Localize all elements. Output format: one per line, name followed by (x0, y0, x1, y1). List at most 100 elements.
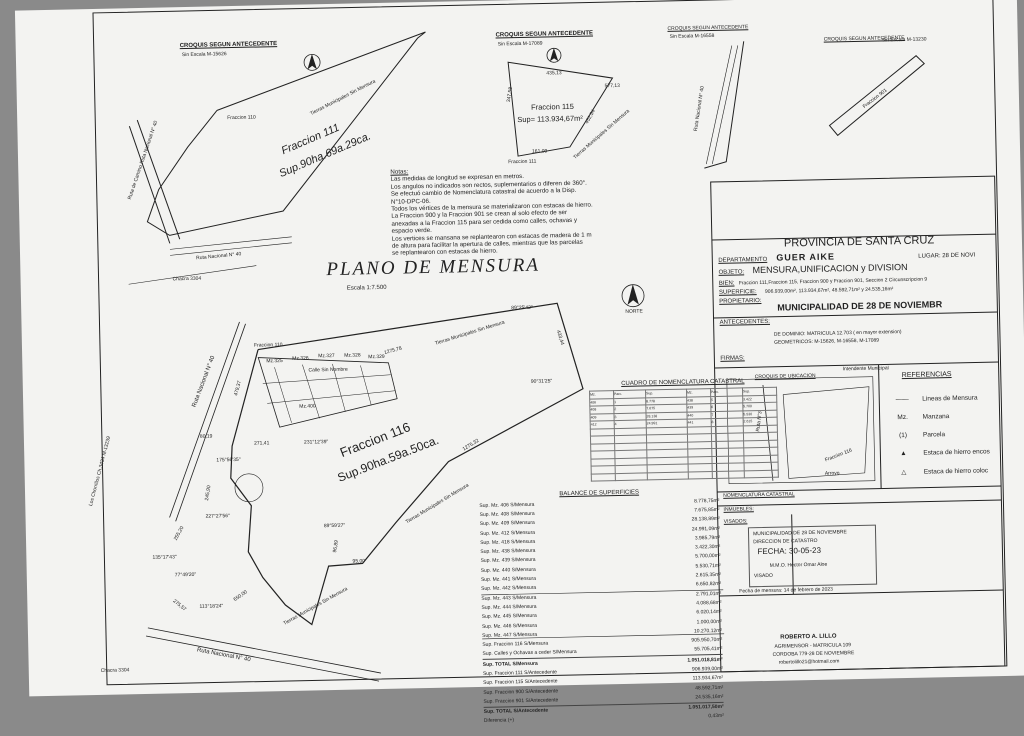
main-road-left-1 (175, 323, 246, 522)
balance-divider-2 (482, 633, 725, 640)
stamp-line: VISADO (753, 572, 773, 580)
cuadro-nomenclatura: CUADRO DE NOMENCLATURA CATASTRAL Mz.Parc… (589, 378, 779, 482)
titleblock-frame (710, 175, 1006, 673)
dim-label: 95,00 (352, 558, 366, 565)
sketch-m13230-scale: Sin Escala M-13230 (881, 36, 927, 44)
sketch-m15626-outline (146, 31, 426, 236)
dim-label: 231°12'39" (303, 439, 329, 446)
calle-label: Calle Sin Nombre (308, 366, 348, 374)
balance-superficies: BALANCE DE SUPERFICIES Sup. Mz. 406 S/Me… (479, 488, 724, 726)
referencias-title: REFERENCIAS (901, 371, 952, 380)
lugar-value: LUGAR: 28 DE NOVI (918, 252, 976, 260)
dim-label: 89°25'42" (511, 304, 533, 312)
titleblock-vline-1 (791, 514, 794, 595)
sketch-m16558-outline (704, 41, 745, 169)
notes-block: Notas: Las medidas de longitud se expres… (390, 163, 644, 257)
propietario-label: PROPIETARIO: (719, 297, 762, 305)
titleblock-divider-5 (717, 499, 1002, 507)
dim-label: 135°17'43" (152, 554, 177, 561)
sketch-m15626-scale: Sin Escala M-15626 (181, 51, 227, 59)
visados-label: VISADOS: (723, 518, 748, 525)
chacra-bottom-label: Chacra 3304 (100, 667, 130, 674)
sketch-m13230-outline (828, 55, 925, 137)
dept-value: GUER AIKE (776, 251, 836, 263)
manzana-label: Mz.328 (344, 352, 361, 359)
legend-item: Mz.Manzana (897, 413, 950, 422)
ubicacion-arroyo-label: Arroyo (824, 470, 840, 477)
sketch-m17089-fraccion: Fraccion 115 (530, 101, 574, 112)
antecedentes-label: ANTECEDENTES: (719, 318, 771, 326)
block-line-5 (262, 374, 391, 384)
sketch-m17089-scale: Sin Escala M-17089 (497, 40, 543, 48)
objeto-label: OBJETO: (718, 269, 745, 276)
chacra-line-top (128, 265, 257, 285)
engineer-name: ROBERTO A. LILLO (780, 633, 837, 641)
titleblock-divider-4 (717, 485, 1002, 493)
manzana-label: Mz.325 (266, 358, 283, 365)
dim-label: 113°18'24" (199, 603, 224, 610)
visado-stamp: MUNICIPALIDAD DE 28 DE NOVIEMBRE DIRECCI… (747, 524, 878, 588)
stamp-line: DIRECCION DE CATASTRO (753, 537, 818, 546)
block-line-6 (267, 390, 395, 404)
manzanas-block (257, 357, 398, 428)
bien-label: BIEN: (718, 280, 735, 287)
sketch-m17089-frac111: Fraccion 111 (508, 158, 537, 166)
dim-label: 90°31'25" (530, 378, 553, 385)
manzana-label: Mz.326 (292, 355, 309, 362)
sheet-border (92, 0, 1008, 686)
chacra-top-label: Chacra 3304 (172, 275, 202, 283)
manzana-label: Mz.329 (368, 353, 385, 361)
dim-label: 77°49'20" (174, 571, 197, 579)
dim-label: 80,19 (199, 433, 213, 440)
stamp-line: MUNICIPALIDAD DE 28 DE NOVIEMBRE (752, 529, 847, 538)
dim-label: 227°27'56" (205, 513, 230, 520)
sketch-m15626-road (136, 119, 181, 240)
titleblock-divider-2 (713, 311, 998, 319)
dim-label: 89°59'27" (323, 522, 346, 530)
survey-plan-sheet: CROQUIS SEGUN ANTECEDENTE Sin Escala M-1… (14, 0, 1024, 724)
sketch-m17089-dim-4: 161,09 (531, 148, 548, 155)
angle-marker (234, 473, 264, 503)
sketch-m15626-frac110: Fraccion 110 (227, 114, 256, 122)
stamp-line: M.M.O. Hector Omar Aloe (769, 561, 828, 569)
block-line-2 (302, 364, 320, 419)
titleblock-divider-6 (719, 589, 1004, 597)
block-line-4 (360, 365, 372, 406)
block-line-3 (332, 363, 346, 412)
plan-drawing (92, 0, 1008, 686)
legend-item: (1)Parcela (898, 431, 946, 440)
sketch-m17089-sup: Sup= 113.934,67m² (517, 113, 583, 125)
sketch-m17089-dim-1: 435,13 (546, 70, 562, 77)
dim-label: 175°56'35" (216, 456, 241, 464)
plan-title: PLANO DE MENSURA (326, 254, 541, 281)
north-arrow-icon (546, 47, 562, 63)
norte-label: NORTE (625, 308, 643, 315)
sketch-m16558-scale: Sin Escala M-16558 (669, 32, 715, 40)
sketch-m17089-dim-5: 577,13 (604, 82, 620, 90)
main-road-bottom-1 (147, 627, 381, 674)
sketch-m15626-road-4 (170, 242, 292, 256)
titleblock-divider-3 (714, 361, 999, 369)
manzana-mid-label: Mz.400 (299, 403, 316, 410)
fraccion-116-outline (230, 302, 584, 626)
north-arrow-icon (303, 53, 321, 71)
sketch-m17089-outline (507, 61, 614, 157)
plan-scale: Escala 1:7.500 (346, 284, 387, 292)
balance-divider-1 (481, 589, 724, 596)
main-road-left-2 (169, 321, 240, 518)
main-road-bottom-2 (145, 635, 380, 682)
sketch-m16558-road-2 (711, 45, 739, 165)
dim-label: 271,41 (253, 440, 270, 447)
titleblock-vline-2 (878, 364, 882, 489)
stamp-date: FECHA: 30-05-23 (757, 545, 822, 557)
block-line-1 (274, 367, 292, 423)
titleblock-divider-1 (711, 233, 996, 241)
firmas-label: FIRMAS: (720, 355, 745, 362)
ubicacion-map-frame (726, 376, 876, 485)
superficie-label: SUPERFICIE: (718, 289, 757, 296)
sketch-m15626-road-3 (169, 236, 292, 250)
ubicacion-map-streets (782, 386, 870, 479)
sketch-m16558-road (706, 45, 733, 165)
north-arrow-icon (621, 284, 645, 308)
